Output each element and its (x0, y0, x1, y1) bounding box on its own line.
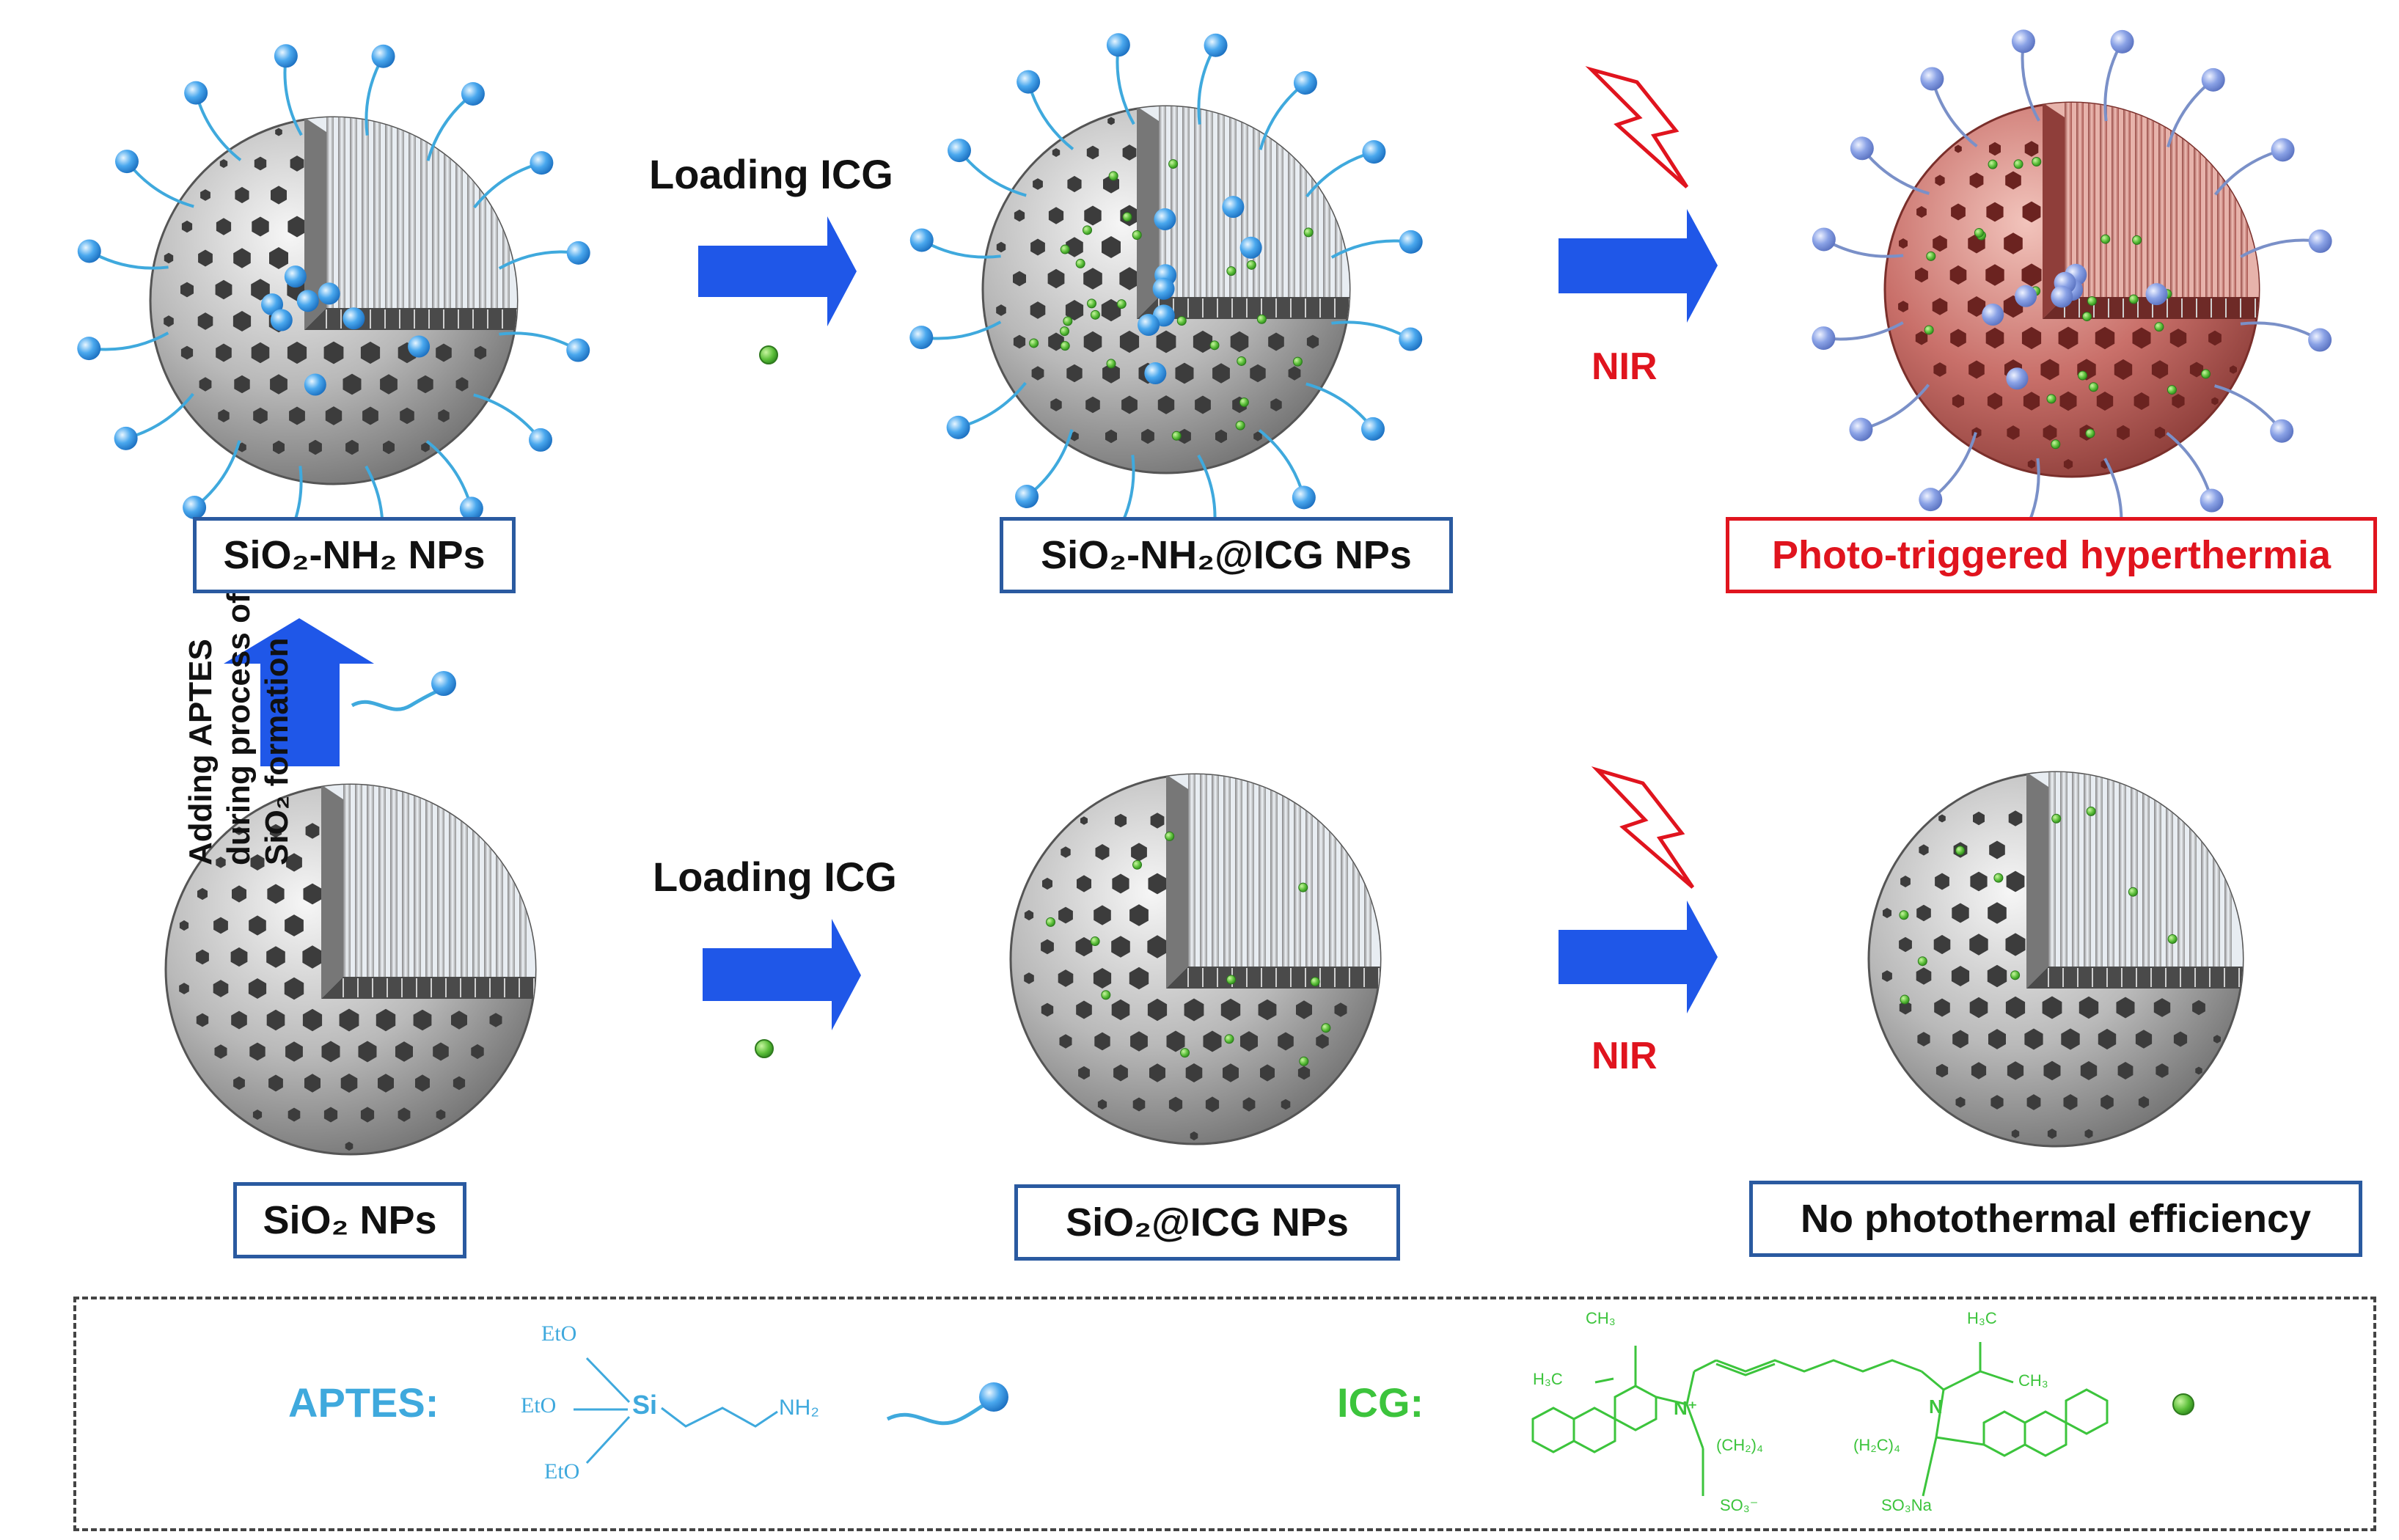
icg-h3c-right: H₃C (1967, 1309, 1997, 1327)
label-sio2-icg-nps: SiO₂@ICG NPs (1014, 1184, 1400, 1261)
legend-box (73, 1297, 2376, 1531)
lightning-icon (1585, 66, 1689, 188)
step-label-adding-aptes: Adding APTES during process of SiO₂ form… (182, 593, 296, 865)
step-label-nir-top: NIR (1592, 345, 1658, 388)
sphere-heated (1812, 29, 2332, 550)
sphere-sio2-nh2 (77, 44, 590, 557)
icg-ch3-right: CH₃ (2018, 1371, 2048, 1390)
adding-aptes-line: during process of (221, 593, 257, 865)
adding-aptes-line: Adding APTES (183, 639, 219, 865)
sphere-sio2-icg (1009, 773, 1382, 1145)
arrow-adding-aptes-up (224, 618, 374, 766)
aptes-nh2: NH₂ (779, 1396, 819, 1420)
arrow-loading-icg-bottom (703, 919, 861, 1030)
icg-h3c-left: H₃C (1533, 1370, 1563, 1388)
aptes-structure (574, 1357, 778, 1464)
step-label-nir-bottom: NIR (1592, 1035, 1658, 1077)
label-photo-triggered-hyperthermia: Photo-triggered hyperthermia (1726, 517, 2377, 593)
icg-legend-icon (2172, 1393, 2194, 1415)
icg-structure (1531, 1342, 2109, 1497)
icg-ch2-4: (CH₂)₄ (1716, 1436, 1763, 1454)
arrow-loading-icg-top (698, 216, 857, 326)
sphere-sio2-nh2-icg (909, 33, 1423, 546)
sphere-no-efficiency (1867, 771, 2244, 1148)
icg-molecule-icon (759, 345, 778, 364)
icg-h2c-4: (H₂C)₄ (1853, 1436, 1900, 1454)
aptes-si: Si (632, 1390, 658, 1420)
icg-molecule-icon (755, 1039, 774, 1058)
aptes-eto-bottom: EtO (544, 1459, 580, 1484)
arrow-nir-bottom (1559, 901, 1718, 1013)
icg-so3na: SO₃Na (1881, 1496, 1932, 1514)
label-sio2-nps: SiO₂ NPs (233, 1182, 466, 1258)
step-label-loading-icg-bottom: Loading ICG (653, 854, 897, 900)
icg-n: N (1929, 1396, 1943, 1418)
sphere-sio2 (164, 783, 537, 1156)
arrow-nir-top (1559, 209, 1718, 323)
icg-n-plus: N⁺ (1674, 1397, 1698, 1419)
process-arrows (224, 209, 1718, 1030)
aptes-legend-icon (886, 1382, 1008, 1426)
label-sio2-nh2-icg-nps: SiO₂-NH₂@ICG NPs (1000, 517, 1453, 593)
legend-aptes-title: APTES: (288, 1379, 439, 1426)
aptes-molecule-icon (351, 671, 456, 711)
aptes-eto-left: EtO (521, 1393, 557, 1418)
aptes-eto-top: EtO (541, 1321, 577, 1346)
step-label-loading-icg-top: Loading ICG (649, 151, 893, 197)
icg-so3: SO₃⁻ (1720, 1496, 1759, 1514)
label-sio2-nh2-nps: SiO₂-NH₂ NPs (193, 517, 516, 593)
label-no-photothermal-efficiency: No photothermal efficiency (1749, 1181, 2362, 1257)
lightning-icon (1591, 766, 1695, 889)
icg-ch3-top: CH₃ (1586, 1309, 1616, 1327)
legend-icg-title: ICG: (1337, 1379, 1424, 1426)
nanoparticles-layer (77, 29, 2332, 1156)
adding-aptes-line: SiO₂ formation (259, 637, 295, 865)
